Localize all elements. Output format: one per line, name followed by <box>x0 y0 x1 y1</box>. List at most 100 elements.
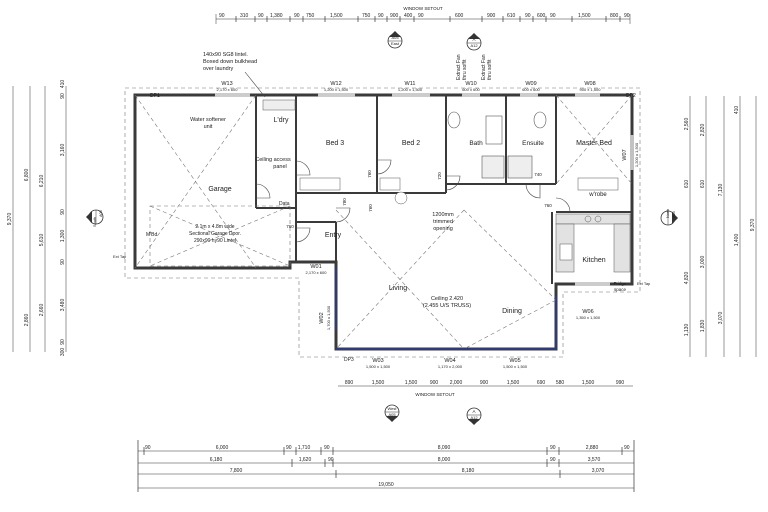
svg-text:90: 90 <box>324 445 330 451</box>
svg-text:1,400: 1,400 <box>734 234 740 247</box>
svg-text:900: 900 <box>480 380 489 386</box>
svg-text:1,130: 1,130 <box>684 324 690 337</box>
room-bed3: Bed 3 <box>326 140 344 147</box>
note-extract-fan-2b: thru soffit <box>487 59 493 80</box>
svg-text:610: 610 <box>684 180 690 189</box>
room-living: Living <box>389 285 407 292</box>
bath-tub <box>485 115 503 145</box>
svg-text:900: 900 <box>430 380 439 386</box>
svg-text:90: 90 <box>60 259 66 265</box>
door-swing <box>295 160 311 176</box>
note-data: Data <box>279 201 290 207</box>
window-labels: W13 2,170 x 600 W12 1,200 x 1,500 W11 1,… <box>217 81 639 369</box>
overall-depth-right: 9,370 <box>750 219 756 232</box>
section-cut-bottom-a: A A12 <box>466 407 482 425</box>
window-label-w06: W06 <box>582 309 593 315</box>
svg-text:740: 740 <box>534 172 542 177</box>
note-mbd: M'Bd <box>146 232 157 238</box>
hot-water-unit <box>394 191 408 205</box>
bottom-dimension-chains: 90 6,000 90 1,710 90 8,090 90 2,880 90 6… <box>137 440 635 492</box>
window-label-w08: W08 <box>584 81 595 87</box>
section-id: A05 <box>391 35 399 40</box>
dim-top-7: 750 <box>362 13 371 19</box>
dim-top-12: 600 <box>455 13 464 19</box>
room-ensuite: Ensuite <box>522 140 544 147</box>
svg-text:1,500: 1,500 <box>507 380 520 386</box>
notes: 140x90 SG8 lintel. Boxed down bulkhead o… <box>113 52 651 363</box>
svg-text:2,170 x 600: 2,170 x 600 <box>217 87 239 92</box>
roof-outline <box>124 87 641 358</box>
garage-area <box>134 94 291 269</box>
svg-text:300: 300 <box>60 348 66 357</box>
ensuite-shower <box>507 155 533 179</box>
svg-text:7,130: 7,130 <box>718 184 724 197</box>
window-label-w11: W11 <box>405 81 416 87</box>
door-width-labels: 720 760 760 760 760 780 740 <box>286 170 552 229</box>
note-fridge-2: space <box>614 287 627 292</box>
svg-text:610: 610 <box>700 180 706 189</box>
bathroom-fixtures <box>262 99 547 205</box>
svg-text:90: 90 <box>60 93 66 99</box>
svg-text:760: 760 <box>286 224 294 229</box>
note-dp1: DP1 <box>150 93 160 99</box>
dim-top-9: 900 <box>390 13 399 19</box>
section-marker-top-east: A05 East <box>387 31 403 49</box>
svg-text:3,480: 3,480 <box>60 299 66 312</box>
svg-text:8,090: 8,090 <box>438 445 451 451</box>
svg-text:8,000: 8,000 <box>438 457 451 463</box>
room-dining: Dining <box>502 308 522 315</box>
svg-text:3,160: 3,160 <box>60 144 66 157</box>
note-ceiling-height-2: (2.455 U/S TRUSS) <box>423 303 471 309</box>
door-width-720: 720 <box>437 172 442 180</box>
svg-text:600 x 600: 600 x 600 <box>462 87 480 92</box>
svg-text:6,180: 6,180 <box>210 457 223 463</box>
toilet-1 <box>447 111 461 129</box>
svg-text:2,860: 2,860 <box>24 314 30 327</box>
svg-text:3,570: 3,570 <box>588 457 601 463</box>
room-wrobe: w'robe <box>588 192 607 198</box>
dim-top-1: 310 <box>240 13 249 19</box>
svg-text:990: 990 <box>616 380 625 386</box>
room-bath: Bath <box>469 140 483 147</box>
svg-text:A12: A12 <box>470 43 478 48</box>
section-marker-left-south: South A05 <box>86 209 104 227</box>
note-bulkhead-2: over laundry <box>203 66 234 72</box>
dim-top-2: 90 <box>258 13 264 19</box>
room-entry: Entry <box>325 232 342 239</box>
svg-text:2,660: 2,660 <box>39 304 45 317</box>
svg-text:A05: A05 <box>99 210 103 217</box>
svg-text:West: West <box>387 406 397 411</box>
dim-top-16: 600 <box>537 13 546 19</box>
svg-text:4,820: 4,820 <box>684 272 690 285</box>
top-dimension-chain: WINDOW SETOUT 90 310 90 1,380 90 750 1,5… <box>215 6 631 24</box>
svg-text:580: 580 <box>556 380 565 386</box>
svg-text:1,200 x 1,500: 1,200 x 1,500 <box>324 87 349 92</box>
svg-text:1,200 x 1,500: 1,200 x 1,500 <box>634 142 639 167</box>
svg-text:1,710: 1,710 <box>298 445 311 451</box>
svg-text:1,170 x 2,000: 1,170 x 2,000 <box>438 364 463 369</box>
svg-text:A: A <box>472 37 475 42</box>
room-master-bed: Master Bed <box>576 140 612 147</box>
dim-top-4: 90 <box>294 13 300 19</box>
dim-top-8: 90 <box>378 13 384 19</box>
svg-text:90: 90 <box>550 445 556 451</box>
svg-text:90: 90 <box>328 457 334 463</box>
note-opening-1: 1200mm <box>432 212 454 218</box>
dim-top-19: 800 <box>610 13 619 19</box>
svg-text:760: 760 <box>367 170 372 178</box>
overall-depth-left: 9,370 <box>7 213 13 226</box>
note-dp3: DP3 <box>344 357 354 363</box>
svg-text:1,500: 1,500 <box>372 380 385 386</box>
door-swings <box>255 159 571 243</box>
note-garage-door-1: 2.1m x 4.8m wide <box>195 224 234 230</box>
window-marks <box>215 93 634 350</box>
note-opening-3: opening <box>433 226 453 232</box>
room-kitchen: Kitchen <box>582 257 605 264</box>
note-opening-2: trimmed <box>433 219 453 225</box>
svg-text:600 x 600: 600 x 600 <box>522 87 540 92</box>
shower <box>481 155 505 179</box>
svg-text:3,070: 3,070 <box>592 468 605 474</box>
svg-text:90: 90 <box>286 445 292 451</box>
window-label-w09: W09 <box>525 81 536 87</box>
